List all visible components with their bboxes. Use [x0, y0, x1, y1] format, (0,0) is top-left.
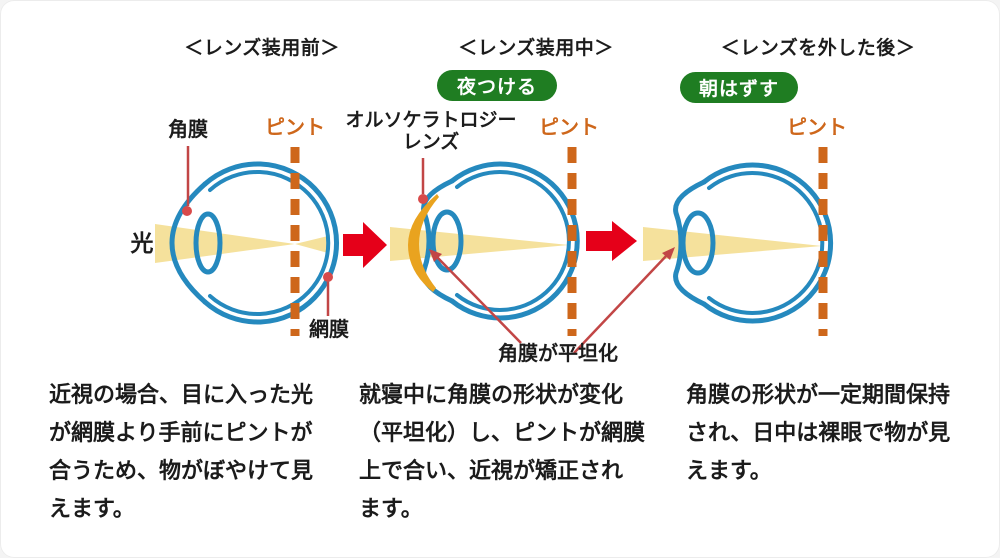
- eyeball-inner-outline: [707, 171, 825, 315]
- ortho-k-lens-label: オルソケラトロジー レンズ: [341, 109, 521, 153]
- night-wear-badge: 夜つける: [437, 70, 557, 101]
- focus-label: ピント: [265, 115, 325, 139]
- panel-header-during: ＜レンズ装用中＞: [458, 37, 614, 59]
- caption-line: が網膜より手前にピントが: [49, 421, 313, 446]
- ortho-k-lens-label-line1: オルソケラトロジー: [345, 109, 517, 131]
- ortho-k-lens-shape: [408, 194, 439, 292]
- caption-line: され、日中は裸眼で物が見: [686, 421, 951, 446]
- cornea-pointer-dot: [182, 206, 192, 216]
- crystalline-lens: [193, 211, 223, 275]
- caption-after: 角膜の形状が一定期間保持 され、日中は裸眼で物が見 えます。: [686, 377, 950, 491]
- flattened-arrowhead-icon: [429, 249, 442, 262]
- flattened-arrowhead-icon: [662, 247, 675, 260]
- light-beam-retained: [643, 227, 822, 261]
- focus-label: ピント: [539, 115, 599, 139]
- caption-line: 合うため、物がぼやけて見: [49, 459, 314, 484]
- caption-line: 上で合い、近視が矯正され: [359, 459, 624, 484]
- flattened-arrow-line-right: [573, 253, 669, 354]
- crystalline-lens: [680, 210, 716, 276]
- caption-line: 角膜の形状が一定期間保持: [686, 383, 951, 408]
- retina-pointer-dot: [323, 272, 333, 282]
- ortho-k-lens-label-line2: レンズ: [402, 131, 460, 153]
- transition-arrow-icon: [343, 222, 387, 268]
- panel-header-before: ＜レンズ装用前＞: [184, 37, 340, 59]
- morning-remove-badge: 朝はずす: [680, 72, 798, 103]
- cornea-flattened-label: 角膜が平坦化: [498, 341, 618, 365]
- focus-label: ピント: [787, 115, 847, 139]
- caption-line: ます。: [359, 497, 423, 522]
- light-label: 光: [130, 231, 154, 257]
- caption-line: えます。: [49, 497, 135, 522]
- cornea-label: 角膜: [168, 117, 208, 141]
- eyeball-outer-outline: [202, 161, 340, 325]
- caption-line: （平坦化）し、ピントが網膜: [359, 421, 646, 446]
- ortho-lens-pointer-dot: [418, 194, 428, 204]
- light-beam-diverging: [295, 236, 328, 253]
- eyeball-outer-outline: [449, 161, 580, 321]
- caption-during: 就寝中に角膜の形状が変化 （平坦化）し、ピントが網膜 上で合い、近視が矯正され …: [359, 377, 645, 529]
- caption-before: 近視の場合、目に入った光 が網膜より手前にピントが 合うため、物がぼやけて見 え…: [49, 377, 313, 529]
- eyeball-outer-outline: [701, 162, 834, 324]
- retina-label: 網膜: [309, 317, 349, 341]
- panel-header-after: ＜レンズを外した後＞: [720, 37, 916, 59]
- caption-line: 就寝中に角膜の形状が変化: [359, 383, 624, 408]
- crystalline-lens: [430, 209, 464, 273]
- caption-line: 近視の場合、目に入った光: [49, 383, 314, 408]
- caption-line: えます。: [686, 459, 772, 484]
- transition-arrow-icon: [586, 221, 637, 261]
- light-beam-converging: [155, 224, 295, 263]
- eyeball-inner-outline: [208, 170, 331, 316]
- flattened-arrow-line-left: [435, 255, 522, 344]
